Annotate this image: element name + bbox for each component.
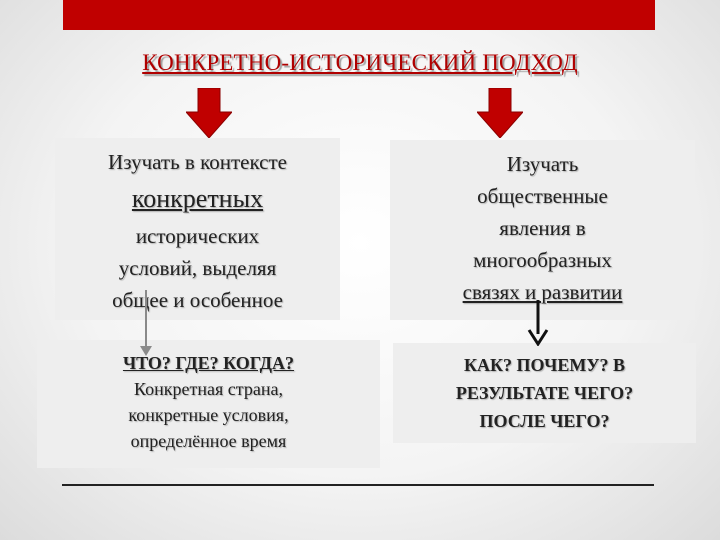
arrow-down-black-icon bbox=[527, 300, 549, 346]
left-bottom-line4: определённое время bbox=[130, 431, 287, 451]
left-bottom-question: ЧТО? ГДЕ? КОГДА? bbox=[122, 353, 295, 373]
left-bottom-line2: Конкретная страна, bbox=[134, 379, 283, 399]
right-top-line4: многообразных bbox=[473, 248, 612, 272]
right-top-box: Изучать общественные явления в многообра… bbox=[390, 140, 695, 320]
right-bottom-box: КАК? ПОЧЕМУ? В РЕЗУЛЬТАТЕ ЧЕГО? ПОСЛЕ ЧЕ… bbox=[393, 343, 696, 443]
left-top-line4: условий, выделяя bbox=[118, 256, 277, 280]
left-bottom-box: ЧТО? ГДЕ? КОГДА? Конкретная страна, конк… bbox=[37, 340, 380, 468]
right-bottom-line2: РЕЗУЛЬТАТЕ ЧЕГО? bbox=[455, 383, 634, 403]
left-top-emphasis: конкретных bbox=[131, 184, 264, 213]
left-top-box: Изучать в контексте конкретных историчес… bbox=[55, 138, 340, 320]
left-top-line5: общее и особенное bbox=[112, 288, 283, 312]
right-top-line1: Изучать bbox=[506, 152, 579, 176]
left-top-line3: исторических bbox=[135, 224, 260, 248]
bottom-divider bbox=[62, 484, 654, 486]
connector-arrowhead-icon bbox=[140, 346, 152, 356]
right-bottom-line1: КАК? ПОЧЕМУ? В bbox=[463, 355, 626, 375]
page-title: КОНКРЕТНО-ИСТОРИЧЕСКИЙ ПОДХОД bbox=[142, 50, 578, 75]
right-top-line3: явления в bbox=[499, 216, 586, 240]
top-accent-bar bbox=[63, 0, 655, 30]
arrow-down-left-icon bbox=[186, 88, 232, 138]
connector-line bbox=[145, 290, 147, 352]
right-bottom-line3: ПОСЛЕ ЧЕГО? bbox=[479, 411, 610, 431]
arrow-down-right-icon bbox=[477, 88, 523, 138]
left-top-line1: Изучать в контексте bbox=[108, 150, 287, 174]
right-top-line5: связях и развитии bbox=[462, 280, 623, 304]
right-top-line2: общественные bbox=[477, 184, 608, 208]
left-bottom-line3: конкретные условия, bbox=[128, 405, 289, 425]
